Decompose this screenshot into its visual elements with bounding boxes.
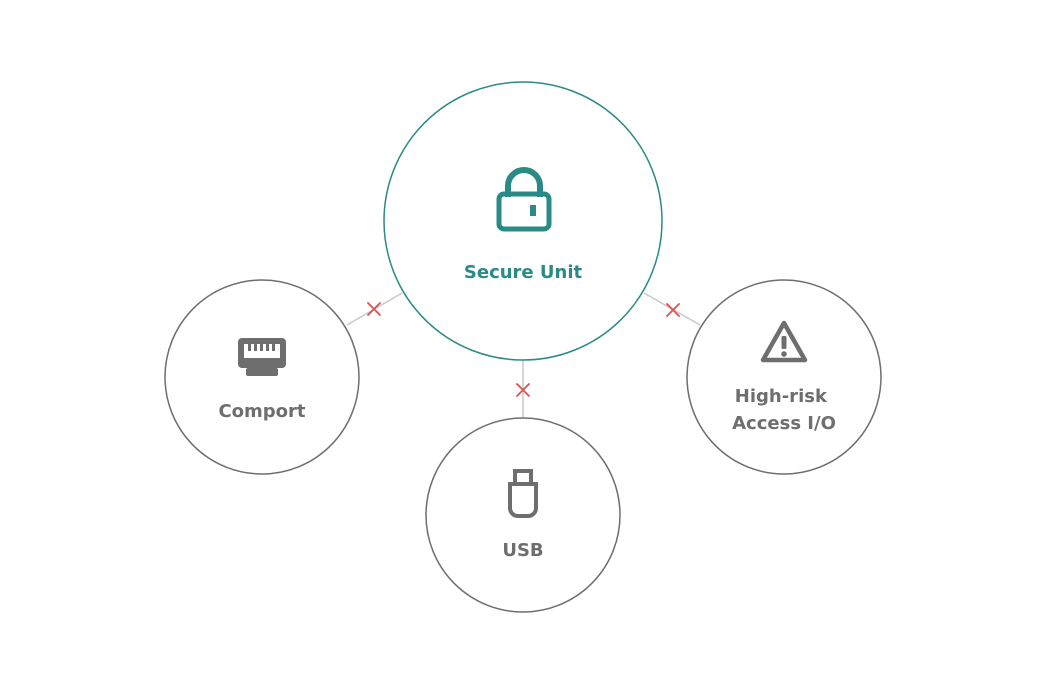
ethernet-port-icon (238, 338, 286, 376)
usb-node: USB (425, 417, 621, 613)
blocked-x-icon (666, 303, 680, 317)
usb-icon (508, 469, 538, 518)
secure-unit-circle (383, 81, 663, 361)
comport-label: Comport (218, 401, 305, 422)
blocked-x-icon (367, 302, 381, 316)
comport-node: Comport (164, 279, 360, 475)
usb-label: USB (502, 540, 543, 561)
blocked-x-icon (516, 383, 530, 397)
blocked-markers (367, 302, 680, 397)
high-risk-node: High-risk Access I/O (686, 279, 882, 475)
secure-unit-node: Secure Unit (383, 81, 663, 361)
high-risk-circle (686, 279, 882, 475)
warning-icon (760, 320, 808, 363)
high-risk-label-line-2: Access I/O (732, 413, 836, 434)
secure-unit-label: Secure Unit (464, 262, 583, 283)
comport-circle (164, 279, 360, 475)
high-risk-label: High-risk Access I/O (732, 386, 836, 434)
lock-icon (496, 167, 552, 232)
high-risk-label-line-1: High-risk (735, 386, 828, 407)
